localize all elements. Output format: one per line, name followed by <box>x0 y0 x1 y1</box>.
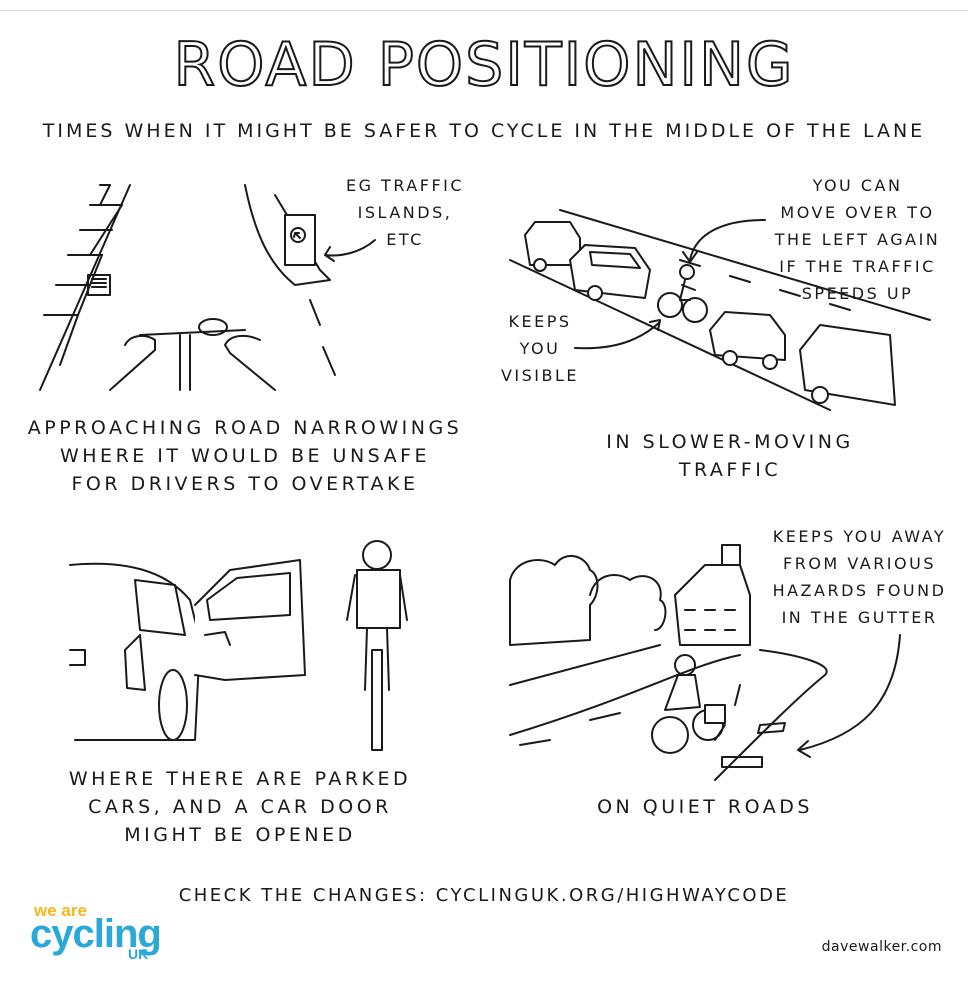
cyclist-front <box>651 654 726 754</box>
island-arrow <box>324 239 376 262</box>
logo-cycling: cycling <box>30 912 162 956</box>
move-over-arrow <box>682 219 766 263</box>
artist-credit[interactable]: davewalker.com <box>821 939 942 955</box>
keeps-visible-note: KEEPS YOU VISIBLE <box>500 312 580 385</box>
car-1 <box>524 221 581 272</box>
cyclist-rear <box>346 540 408 751</box>
parked-car-illustration <box>69 540 408 751</box>
narrowing-illustration <box>39 184 376 391</box>
traffic-island <box>244 184 331 286</box>
logo-uk: UK <box>128 946 149 962</box>
drain-grate <box>721 722 786 768</box>
open-door <box>194 559 306 681</box>
road-edges <box>509 209 931 411</box>
car-3 <box>709 311 786 370</box>
quiet-caption: ON QUIET ROADS <box>597 796 813 818</box>
slower-traffic-illustration <box>509 209 931 411</box>
parked-caption: WHERE THERE ARE PARKED CARS, AND A CAR D… <box>68 768 412 846</box>
road <box>509 644 828 781</box>
top-divider <box>0 10 968 11</box>
quiet-road-illustration <box>509 544 901 781</box>
gutter-hazards-note: KEEPS YOU AWAY FROM VARIOUS HAZARDS FOUN… <box>772 527 947 627</box>
visible-arrow <box>574 319 661 350</box>
gutter-arrow <box>797 634 901 758</box>
check-changes-link[interactable]: CHECK THE CHANGES: CYCLINGUK.ORG/HIGHWAY… <box>178 885 790 906</box>
van <box>799 324 896 406</box>
cyclist <box>657 264 708 323</box>
move-over-note: YOU CAN MOVE OVER TO THE LEFT AGAIN IF T… <box>774 176 941 303</box>
traffic-islands-note: EG TRAFFIC ISLANDS, ETC <box>345 176 465 249</box>
narrowings-caption: APPROACHING ROAD NARROWINGS WHERE IT WOU… <box>27 417 463 495</box>
handlebars <box>109 318 276 391</box>
slower-caption: IN SLOWER-MOVING TRAFFIC <box>606 431 854 481</box>
houses <box>674 544 751 646</box>
page-title: ROAD POSITIONING <box>173 29 795 101</box>
centre-dashes <box>309 299 336 376</box>
kerb-stones <box>39 184 131 391</box>
page-subtitle: TIMES WHEN IT MIGHT BE SAFER TO CYCLE IN… <box>42 120 926 142</box>
trees <box>509 555 667 646</box>
parked-car <box>69 562 201 741</box>
car-2 <box>569 244 651 301</box>
logo-we-are: we are <box>34 901 87 920</box>
